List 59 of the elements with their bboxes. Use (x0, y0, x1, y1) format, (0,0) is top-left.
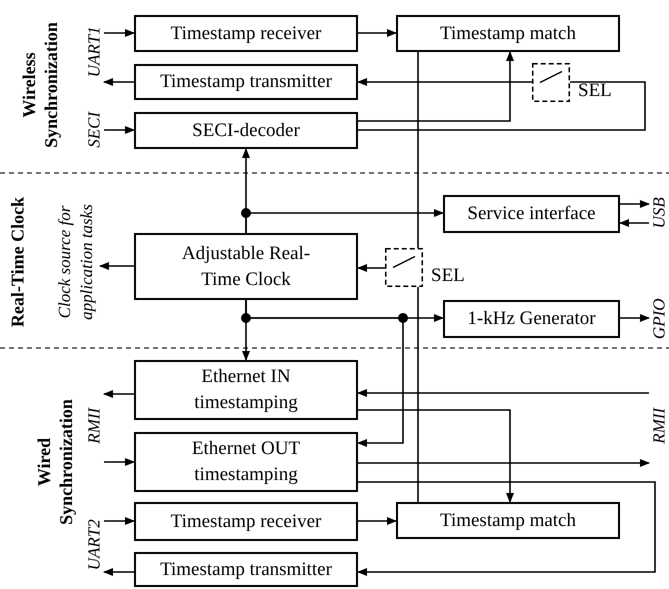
arrow (357, 78, 532, 86)
arrow (103, 568, 134, 576)
process-box (134, 64, 358, 100)
box-label: Ethernet IN timestamping (193, 365, 299, 415)
section-title: Real-Time Clock (6, 196, 28, 330)
process-box (443, 195, 620, 233)
switch-label: SEL (431, 264, 465, 288)
signal-label: GPIO (649, 296, 668, 342)
box-label: Service interface (466, 202, 597, 226)
arrow (358, 51, 514, 122)
arrow (104, 29, 135, 37)
box-label: Timestamp receiver (170, 510, 322, 534)
arrow (104, 458, 135, 466)
arrow (619, 219, 649, 227)
process-box (134, 502, 358, 541)
signal-label: UART2 (84, 505, 104, 585)
switch-label: SEL (578, 79, 612, 103)
arrow (104, 517, 135, 525)
arrow (357, 481, 656, 576)
box-label: Timestamp transmitter (159, 558, 333, 582)
process-box (396, 15, 620, 52)
box-label: Adjustable Real-Time Clock (180, 242, 312, 292)
process-box (396, 502, 620, 539)
box-label: Timestamp receiver (170, 22, 322, 46)
process-box (134, 112, 358, 149)
signal-label: RMII (649, 380, 668, 472)
box-label: SECI-decoder (191, 118, 301, 142)
signal-label: RMII (84, 380, 104, 472)
arrow (358, 409, 514, 503)
arrow (103, 78, 134, 86)
arrow (245, 209, 444, 233)
box-label: Ethernet OUT timestamping (190, 437, 302, 487)
section-title: Wireless Synchronization (18, 21, 62, 150)
box-label: 1-kHz Generator (466, 307, 597, 331)
arrow (99, 262, 134, 270)
process-box (134, 360, 358, 420)
box-label: Timestamp match (439, 22, 577, 46)
box-label: Timestamp match (439, 508, 577, 532)
signal-label: UART1 (84, 12, 104, 92)
process-box (134, 233, 358, 300)
process-box (134, 432, 358, 492)
process-box (134, 15, 358, 52)
arrow (103, 390, 134, 398)
signal-label: Clock source for application tasks (52, 178, 100, 346)
signal-label: USB (649, 193, 668, 233)
arrow (357, 389, 649, 397)
arrow (245, 300, 404, 447)
section-title: Wired Synchronization (33, 398, 77, 527)
signal-label: SECI (84, 100, 104, 160)
arrow (358, 459, 650, 467)
arrow (620, 314, 650, 322)
box-label: Timestamp transmitter (159, 70, 333, 94)
arrow (357, 264, 385, 272)
process-box (134, 552, 358, 587)
arrow (358, 517, 397, 525)
arrow (358, 29, 397, 37)
arrow (620, 200, 650, 208)
process-box (443, 300, 620, 338)
arrow (104, 126, 135, 134)
